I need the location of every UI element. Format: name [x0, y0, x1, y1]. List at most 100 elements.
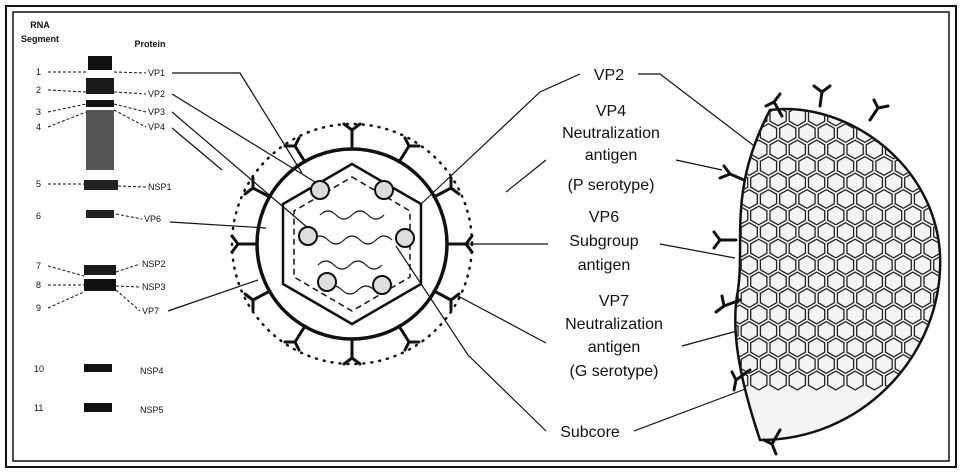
spike	[245, 291, 270, 310]
surface-cell	[722, 91, 738, 110]
surface-cell	[866, 107, 882, 126]
surface-cell	[924, 371, 940, 390]
segment-number: 5	[36, 179, 41, 189]
connector-vp1	[172, 73, 302, 173]
gel-panel: RNA Segment Protein 1 2 3 4 5 6 7 8 9 10…	[21, 20, 172, 415]
surface-cell	[905, 140, 921, 159]
segment-number: 8	[36, 280, 41, 290]
segment-number: 6	[36, 211, 41, 221]
gel-band	[86, 78, 114, 94]
gel-band	[84, 403, 112, 412]
protein-label: NSP3	[142, 282, 166, 292]
protein-label: NSP5	[140, 405, 164, 415]
cryo-em-reconstruction	[714, 86, 959, 454]
spike	[232, 236, 257, 252]
surface-spike	[714, 232, 736, 248]
gel-header-protein: Protein	[134, 39, 165, 49]
surface-cell	[895, 91, 911, 110]
segment-number: 10	[34, 364, 44, 374]
surface-cell	[924, 140, 940, 159]
gel-band	[86, 210, 114, 218]
surface-spike	[814, 86, 830, 106]
segment-leader	[48, 112, 86, 127]
gel-header-rna: RNA	[30, 20, 50, 30]
spike	[434, 291, 459, 310]
surface-cell	[741, 124, 757, 143]
protein-leader	[118, 186, 146, 187]
gel-band	[88, 56, 112, 70]
callout-vp4-text: antigen	[585, 147, 638, 164]
rna-strand	[318, 261, 382, 269]
surface-cell	[857, 91, 873, 110]
surface-cell	[934, 91, 950, 110]
segment-leader	[48, 90, 86, 92]
callout-vp6-text: antigen	[578, 257, 631, 274]
surface-cell	[751, 107, 767, 126]
callout-vp6-text: Subgroup	[569, 233, 638, 250]
gel-header-segment: Segment	[21, 34, 59, 44]
callout-vp7-title: VP7	[599, 293, 629, 310]
leader-subcore-right	[634, 388, 748, 431]
surface-cell	[934, 124, 950, 143]
spike	[344, 124, 360, 149]
surface-cell	[722, 124, 738, 143]
connector-vp2	[172, 94, 328, 190]
polymerase-complex	[311, 181, 329, 199]
gel-band	[84, 265, 116, 275]
surface-cell	[934, 190, 950, 209]
callout-vp4-title: VP4	[596, 103, 626, 120]
leader-vp4-left	[506, 160, 546, 192]
callout-vp7-text: antigen	[588, 339, 641, 356]
rna-strand	[320, 211, 384, 219]
gel-band	[84, 364, 112, 372]
surface-cell	[924, 107, 940, 126]
spike	[344, 339, 360, 364]
leader-vp7-left	[458, 296, 546, 343]
protein-label: VP3	[148, 107, 165, 117]
surface-cell	[732, 107, 748, 126]
surface-cell	[934, 157, 950, 176]
protein-label: NSP2	[142, 259, 166, 269]
callout-vp4-text: (P serotype)	[568, 177, 655, 194]
segment-number: 9	[36, 303, 41, 313]
protein-leader	[116, 214, 142, 219]
spikes	[232, 124, 472, 364]
connector-vp6	[170, 222, 266, 228]
surface-cell	[722, 256, 738, 275]
surface-cell	[886, 107, 902, 126]
protein-leader	[116, 264, 140, 272]
surface-cell	[722, 355, 738, 374]
surface-spike	[870, 100, 888, 120]
segment-number: 1	[36, 67, 41, 77]
callout-vp2: VP2	[594, 67, 624, 84]
surface-cell	[914, 124, 930, 143]
protein-label: VP4	[148, 122, 165, 132]
gel-band	[84, 279, 116, 291]
spike	[245, 178, 270, 197]
callout-subcore: Subcore	[560, 424, 620, 441]
protein-label: VP6	[144, 214, 161, 224]
protein-label: NSP4	[140, 366, 164, 376]
surface-cell	[895, 124, 911, 143]
protein-leader	[114, 104, 146, 112]
virion-schematic	[232, 124, 472, 364]
protein-label: NSP1	[148, 182, 172, 192]
protein-leader	[116, 286, 140, 287]
protein-leader	[114, 92, 146, 94]
segment-number: 4	[36, 122, 41, 132]
surface-cell	[914, 157, 930, 176]
protein-label: VP2	[148, 89, 165, 99]
segment-number: 2	[36, 85, 41, 95]
segment-number: 11	[34, 403, 43, 413]
outer-dotted-layer	[232, 124, 472, 364]
surface-cell	[924, 173, 940, 192]
protein-leader	[114, 72, 146, 73]
surface-cell	[905, 371, 921, 390]
leader-vp6-right	[660, 244, 735, 258]
polymerase-complex	[373, 276, 391, 294]
gel-band	[86, 100, 114, 107]
segment-leader	[48, 104, 86, 112]
surface-cell	[934, 322, 950, 341]
